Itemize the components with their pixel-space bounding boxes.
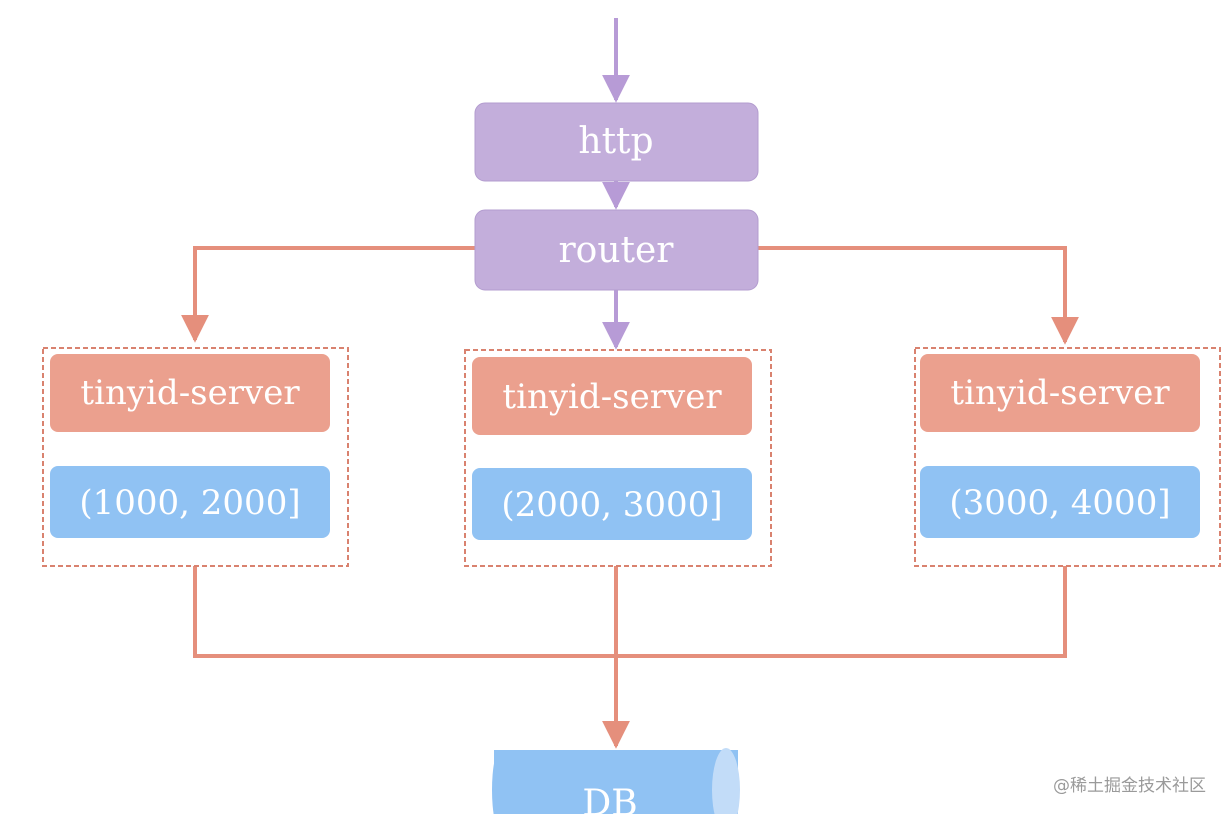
db-node: DB — [492, 748, 740, 814]
server-group-2-border — [464, 349, 772, 567]
server-2-label: tinyid-server — [502, 377, 722, 417]
server-group-3: tinyid-server (3000, 4000] — [914, 347, 1221, 567]
router-label: router — [558, 230, 674, 271]
http-label: http — [578, 121, 653, 162]
server-2-range: (2000, 3000] — [501, 485, 722, 525]
server-1-range: (1000, 2000] — [79, 483, 300, 523]
line-server-3-to-bus — [616, 566, 1067, 658]
server-group-3-border — [914, 347, 1221, 567]
connectors — [181, 18, 1079, 749]
arrow-router-to-server-3 — [758, 246, 1079, 345]
arrow-router-to-server-1 — [181, 246, 475, 343]
line-server-1-to-bus — [193, 566, 616, 658]
router-node: router — [474, 209, 759, 291]
db-left-edge — [492, 750, 508, 814]
watermark: @稀土掘金技术社区 — [1053, 776, 1206, 796]
server-group-1: tinyid-server (1000, 2000] — [42, 347, 349, 567]
server-3-range: (3000, 4000] — [949, 483, 1170, 523]
db-label: DB — [582, 783, 637, 814]
server-group-2: tinyid-server (2000, 3000] — [464, 349, 772, 567]
server-group-1-border — [42, 347, 349, 567]
http-node: http — [474, 102, 759, 182]
server-1-label: tinyid-server — [80, 373, 300, 413]
db-right-cap — [712, 748, 740, 814]
server-3-label: tinyid-server — [950, 373, 1170, 413]
